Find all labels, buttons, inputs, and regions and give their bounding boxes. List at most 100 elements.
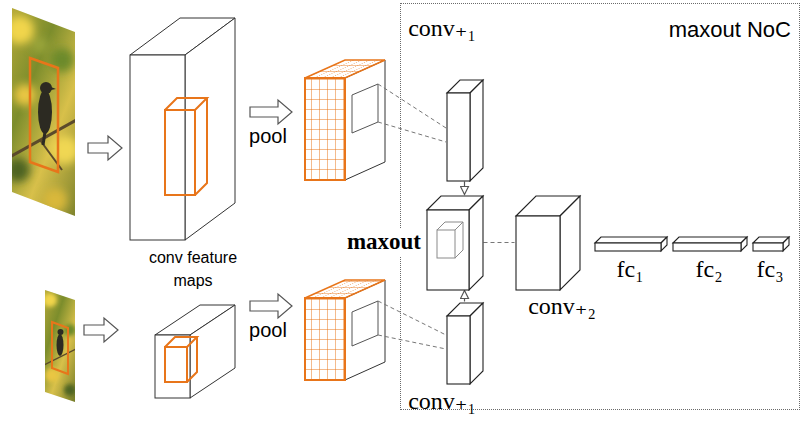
- block-outline: [673, 237, 747, 251]
- region-box-outline: [30, 58, 58, 172]
- bird-photo: [64, 324, 76, 336]
- bird-photo: [40, 285, 80, 405]
- bird-photo: [38, 90, 52, 134]
- block-face: [753, 243, 783, 251]
- conv-layer-block: conv₊₁: [447, 303, 483, 384]
- connector: [484, 242, 515, 243]
- conv-layer-block: conv₊₁: [447, 80, 483, 181]
- block-face: [427, 210, 469, 290]
- pooled-block: [352, 301, 378, 346]
- layer-label: maxout: [345, 228, 423, 256]
- bird-photo: [43, 293, 57, 307]
- maxout-block: maxout: [427, 196, 483, 290]
- fc-layer-bar: fc₂: [673, 237, 747, 251]
- block-face: [560, 196, 580, 290]
- window-block: [195, 98, 207, 195]
- conv-layer-block: conv₊₂: [516, 196, 580, 290]
- feature-map-caption: conv feature maps: [134, 246, 252, 292]
- projection-line: [378, 84, 446, 142]
- pooled-block: [352, 84, 378, 133]
- block-outline: [427, 196, 483, 290]
- projection-line: [378, 122, 446, 142]
- bird-photo: [40, 82, 52, 94]
- projection-line: [378, 301, 446, 349]
- bird-photo: [43, 293, 76, 396]
- feature-map-block: [155, 305, 235, 398]
- pooled-block: [305, 78, 345, 180]
- fc-layer-bar: fc₃: [753, 237, 789, 251]
- block-face: [470, 303, 483, 384]
- feature-map-block: [130, 18, 235, 240]
- layer-label: conv₊₂: [528, 292, 596, 321]
- pooled-block: [305, 280, 385, 380]
- block-outline: [426, 195, 484, 291]
- block-face: [595, 243, 661, 251]
- block-face: [673, 237, 747, 243]
- window-block: [437, 230, 455, 258]
- block-outline: [672, 236, 748, 252]
- bird-photo: [58, 329, 64, 335]
- block-arrow: [84, 318, 118, 342]
- window-block: [455, 222, 463, 258]
- bird-photo: [51, 87, 56, 90]
- block-outline: [446, 302, 484, 385]
- block-face: [673, 243, 741, 251]
- projection-line: [378, 301, 446, 335]
- network-region: maxout NoC conv₊₁ maxout conv₊₁ conv₊₂ fc₁ fc₂…: [400, 3, 800, 410]
- bird-photo: [64, 384, 76, 396]
- connector: [464, 182, 465, 195]
- feature-map-block: [130, 55, 185, 240]
- bird-photo: [43, 132, 45, 145]
- block-outline: [447, 303, 483, 384]
- layer-label: maxout NoC: [669, 17, 791, 43]
- window-block: [437, 222, 463, 230]
- bird-photo: [14, 84, 36, 106]
- bird-photo: [57, 334, 64, 356]
- window-block: [165, 347, 187, 382]
- operation-label: pool: [249, 124, 287, 148]
- block-outline: [595, 237, 667, 251]
- feature-map-block: [155, 335, 190, 398]
- block-arrow: [250, 100, 292, 124]
- bird-photo: [40, 285, 80, 405]
- bird-photo: [6, 158, 30, 182]
- block-face: [470, 80, 483, 181]
- window-block: [437, 222, 463, 258]
- pooled-block: [305, 60, 385, 180]
- block-face: [661, 237, 667, 251]
- window-block: [187, 337, 197, 382]
- feature-map-block: [185, 18, 235, 240]
- region-box-outline: [52, 322, 68, 374]
- window-block: [165, 110, 195, 195]
- block-face: [469, 196, 483, 290]
- block-outline: [515, 195, 581, 291]
- bird-photo: [0, 0, 90, 230]
- bird-photo: [50, 48, 74, 72]
- fc-layer-bar: fc₁: [595, 237, 667, 251]
- projection-line: [378, 84, 446, 128]
- operation-label: pool: [249, 318, 287, 342]
- block-face: [783, 237, 789, 251]
- window-block: [165, 337, 197, 382]
- block-face: [595, 237, 667, 243]
- block-face: [516, 216, 560, 290]
- block-outline: [446, 79, 484, 182]
- block-outline: [752, 236, 790, 252]
- block-outline: [516, 196, 580, 290]
- block-outline: [753, 237, 789, 251]
- layer-label: fc₂: [695, 255, 722, 284]
- pooled-block: [305, 298, 345, 380]
- pooled-block: [305, 60, 385, 78]
- bird-photo: [6, 16, 34, 44]
- bird-photo: [32, 37, 48, 53]
- block-outline: [594, 236, 668, 252]
- pooled-block: [305, 280, 385, 298]
- connector: [464, 291, 465, 302]
- window-block: [165, 98, 207, 110]
- projection-line: [378, 335, 446, 349]
- layer-label: fc₃: [756, 255, 783, 284]
- block-face: [741, 237, 747, 251]
